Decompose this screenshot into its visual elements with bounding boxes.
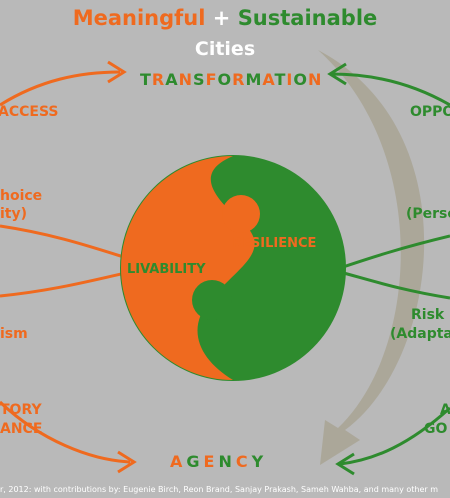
green-curve-mid-2 <box>339 270 450 300</box>
orange-curve-mid-2 <box>0 268 141 298</box>
left-label-tory: TORY <box>0 402 42 418</box>
label-transformation: TRANSFORMATION <box>140 70 323 89</box>
orange-curve-bottom <box>0 400 131 464</box>
left-label-ity: ity) <box>0 206 28 222</box>
right-label-a: A <box>440 402 450 418</box>
label-agency: AGENCY <box>170 452 268 471</box>
orange-arrowhead-bottom <box>117 450 137 474</box>
yin-yang-orange-dot <box>222 195 260 233</box>
caption: r, 2012: with contributions by: Eugenie … <box>0 485 439 494</box>
cycle-arrow <box>318 50 425 465</box>
right-label-risk: Risk <box>411 307 445 323</box>
right-label-go: GO <box>424 421 448 437</box>
title-meaningful: Meaningful <box>72 6 206 30</box>
orange-curve-top <box>0 70 121 107</box>
right-label-adapta: (Adapta <box>390 326 450 342</box>
left-label-ance: ANCE <box>0 421 43 437</box>
label-resilience: RESILIENCE <box>232 236 317 251</box>
right-label-person: (Perso <box>406 206 450 222</box>
title-cities: Cities <box>194 38 256 60</box>
title-plus: + <box>212 6 231 30</box>
yin-yang-green-dot <box>192 280 232 320</box>
green-arrowhead-top <box>327 62 347 86</box>
green-arrowhead-bottom <box>335 452 355 476</box>
orange-arrowhead-top <box>107 60 127 84</box>
green-curve-top <box>331 72 450 107</box>
page-title: Meaningful + Sustainable <box>0 6 450 30</box>
yin-yang-symbol <box>120 155 346 381</box>
orange-curve-mid-1 <box>0 224 141 264</box>
title-sustainable: Sustainable <box>237 6 378 30</box>
yin-yang-orange-half <box>121 156 255 380</box>
left-label-access: ACCESS <box>0 104 59 120</box>
left-label-ism: ism <box>0 326 28 342</box>
left-label-choice: hoice <box>0 188 43 204</box>
green-curve-bottom <box>339 406 450 466</box>
green-curve-mid-1 <box>339 234 450 270</box>
label-livability: LIVABILITY <box>127 262 206 277</box>
right-label-oppo: OPPO <box>410 104 450 120</box>
